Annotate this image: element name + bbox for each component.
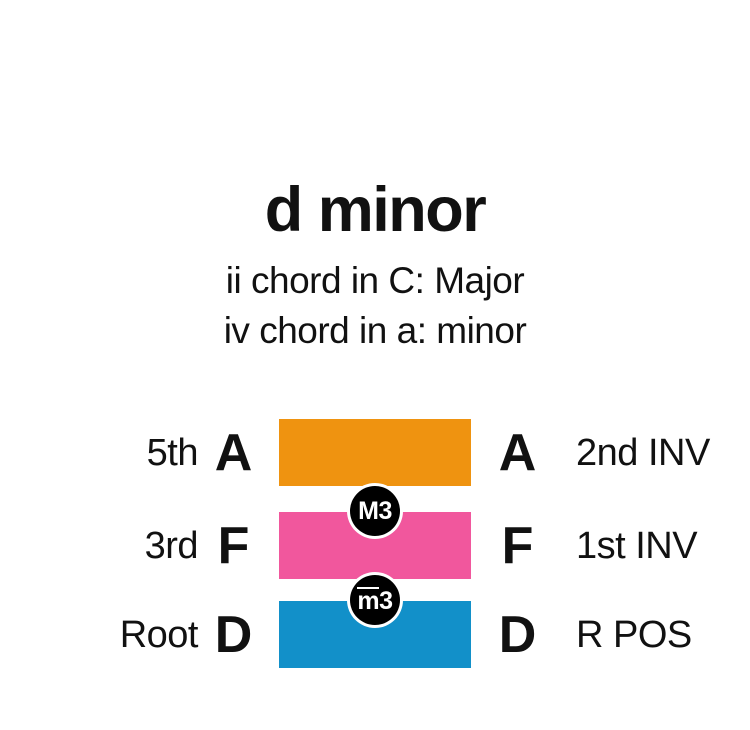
inversion-label-second: 2nd INV	[576, 431, 710, 474]
degree-label-third: 3rd	[144, 524, 199, 567]
chord-bar-fifth	[279, 419, 471, 486]
note-left-fifth: A	[214, 423, 253, 482]
interval-badge-minor-third: m3	[350, 575, 400, 625]
chord-row-root: Root D D R POS	[0, 601, 750, 668]
chord-function-major-key: ii chord in C: Major	[225, 260, 525, 301]
degree-label-root: Root	[119, 613, 199, 656]
degree-label-fifth: 5th	[146, 431, 199, 474]
interval-badge-minor-third-text: m3	[357, 586, 393, 615]
chord-row-third: 3rd F F 1st INV	[0, 512, 750, 579]
interval-badge-major-third: M3	[350, 486, 400, 536]
interval-size-major: 3	[378, 497, 392, 525]
interval-size-minor: 3	[379, 586, 393, 615]
chord-header: d minor ii chord in C: Major iv chord in…	[0, 176, 750, 356]
interval-badge-major-third-text: M3	[358, 498, 392, 524]
chord-subtitles: ii chord in C: Major iv chord in a: mino…	[0, 256, 750, 356]
chord-row-fifth: 5th A A 2nd INV	[0, 419, 750, 486]
interval-quality-major: M	[358, 497, 379, 525]
note-right-fifth: A	[498, 423, 537, 482]
interval-quality-minor: m	[357, 586, 380, 615]
note-left-third: F	[217, 516, 250, 575]
note-right-root: D	[498, 605, 537, 664]
chord-title: d minor	[264, 175, 487, 245]
chord-function-minor-key: iv chord in a: minor	[223, 310, 527, 351]
note-left-root: D	[214, 605, 253, 664]
note-right-third: F	[501, 516, 534, 575]
inversion-label-root-position: R POS	[576, 613, 692, 656]
inversion-label-first: 1st INV	[576, 524, 698, 567]
chord-stack: 5th A A 2nd INV 3rd F F 1st INV Root D D…	[0, 419, 750, 669]
